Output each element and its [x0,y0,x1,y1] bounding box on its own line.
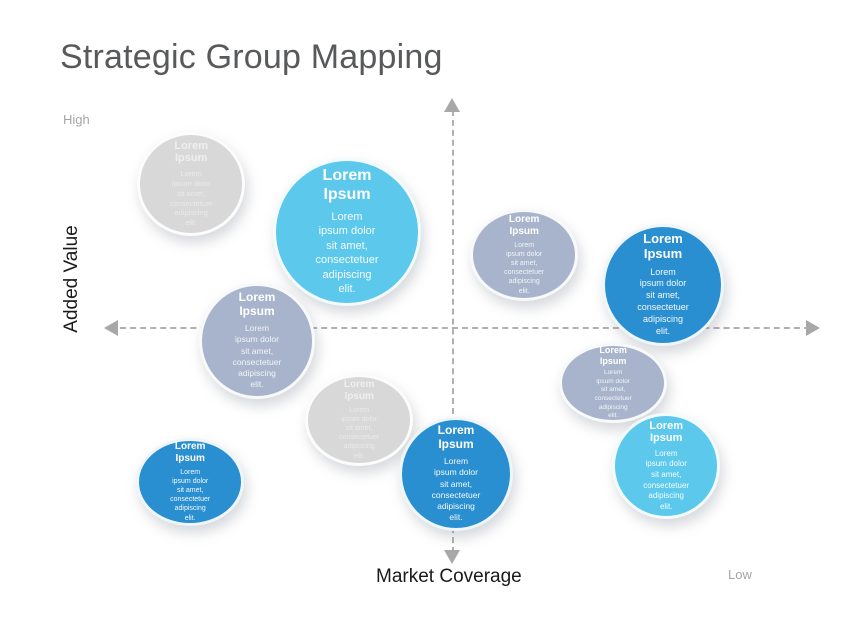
bubble-body: Lorem ipsum dolor sit amet, consectetuer… [315,210,379,296]
bubble-body: Lorem ipsum dolor sit amet, consectetuer… [643,448,690,511]
vertical-axis-line [452,110,454,553]
bubble-title: Lorem Ipsum [322,167,372,203]
x-axis-label: Market Coverage [376,566,522,587]
bubble-title: Lorem Ipsum [599,345,627,366]
horizontal-axis-line [120,327,810,329]
bubble-body: Lorem ipsum dolor sit amet, consectetuer… [431,456,481,523]
bubble-body: Lorem ipsum dolor sit amet, consectetuer… [170,468,211,522]
bubble-body: Lorem ipsum dolor sit amet, consectetuer… [637,266,689,336]
bubble-title: Lorem Ipsum [649,419,683,445]
bubble-body: Lorem ipsum dolor sit amet, consectetuer… [339,406,380,460]
x-axis-low-label: Low [728,567,752,582]
axis-arrow-left-icon [104,320,118,336]
bubble-title: Lorem Ipsum [174,441,206,464]
bubble-body: Lorem ipsum dolor sit amet, consectetuer… [504,241,545,295]
y-axis-high-label: High [63,112,90,127]
bubble-title: Lorem Ipsum [238,290,276,319]
bubble-body: Lorem ipsum dolor sit amet, consectetuer… [232,323,282,390]
bubble-title: Lorem Ipsum [508,214,540,237]
bubble-title: Lorem Ipsum [643,231,683,262]
bubble-title: Lorem Ipsum [343,379,375,402]
page-title: Strategic Group Mapping [60,38,443,76]
axis-arrow-right-icon [806,320,820,336]
bubble-title: Lorem Ipsum [437,423,475,452]
y-axis-label: Added Value [61,225,82,333]
bubble-body: Lorem ipsum dolor sit amet, consectetuer… [594,369,632,420]
axis-arrow-down-icon [444,550,460,564]
axis-arrow-up-icon [444,98,460,112]
bubble-title: Lorem Ipsum [174,139,208,165]
bubble-body: Lorem ipsum dolor sit amet, consectetuer… [169,168,213,228]
